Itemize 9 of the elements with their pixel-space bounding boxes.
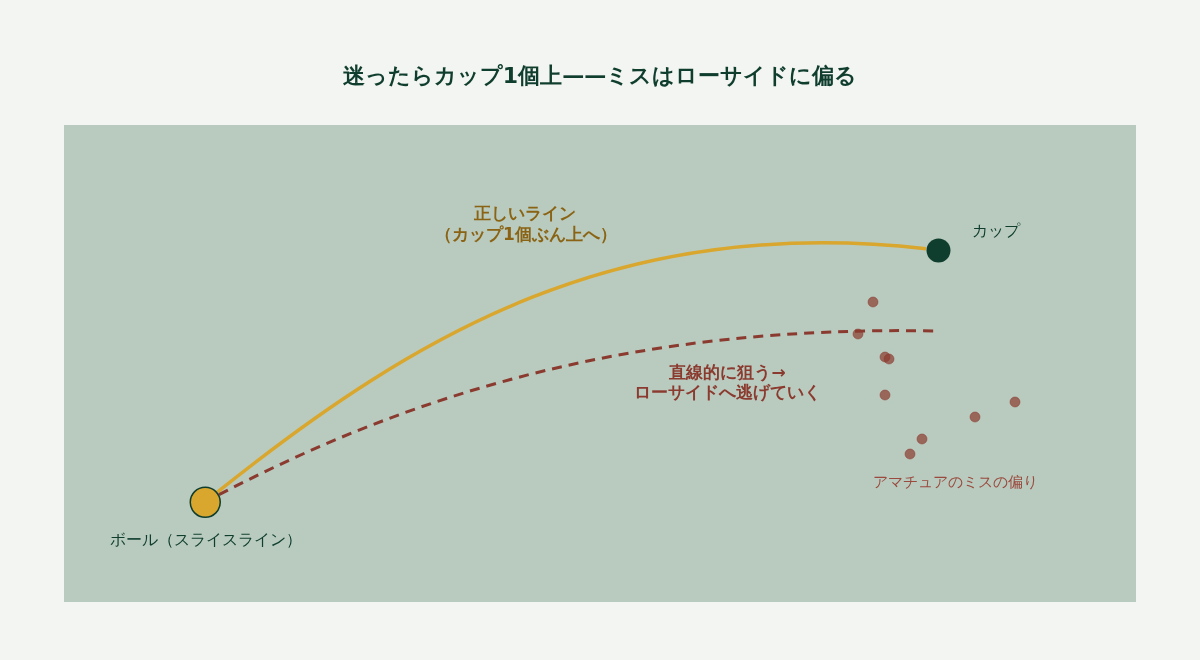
golf-ball <box>188 485 222 519</box>
title: 迷ったらカップ1個上——ミスはローサイドに偏る <box>341 62 859 90</box>
cup-hole <box>925 237 951 263</box>
edge-label: 直線的に狙う→ ローサイドへ逃げていく <box>633 362 822 402</box>
node-caption: カップ <box>972 221 1020 241</box>
edge-label: 正しいライン（カップ1個ぶん上へ） <box>435 203 615 245</box>
curved-line <box>216 241 927 494</box>
annotation-label: アマチュアのミスの偏り <box>871 472 1039 492</box>
node-caption: ボール（スライスライン） <box>110 530 302 550</box>
